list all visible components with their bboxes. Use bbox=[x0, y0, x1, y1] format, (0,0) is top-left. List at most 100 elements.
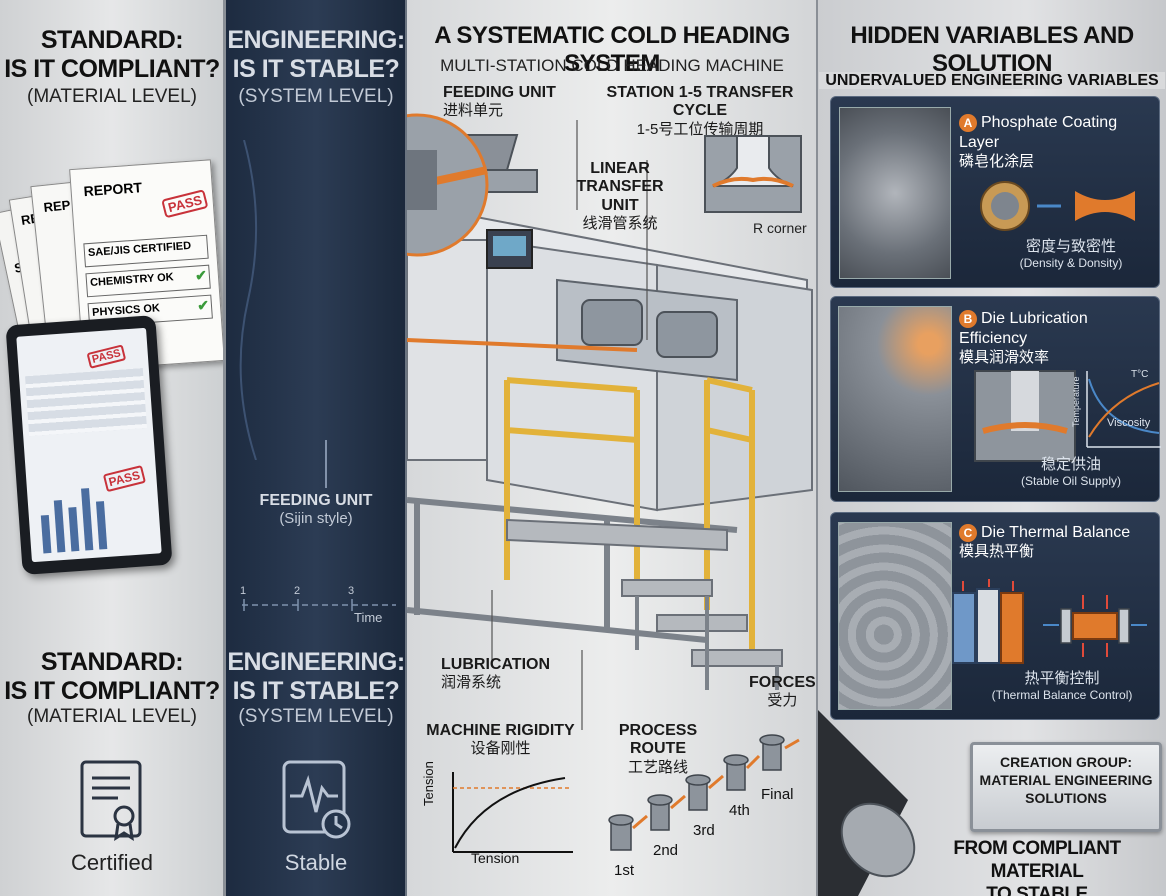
axis-tick: 3 bbox=[348, 585, 355, 597]
process-route-steps bbox=[608, 734, 800, 851]
card-note-zh: 热平衡控制 bbox=[1024, 670, 1100, 687]
pointer-line bbox=[325, 440, 327, 488]
creation-group-badge: CREATION GROUP: MATERIAL ENGINEERING SOL… bbox=[970, 742, 1162, 832]
process-route-zh: 工艺路线 bbox=[627, 758, 688, 776]
feeding-label: FEEDING UNIT bbox=[259, 492, 373, 509]
tablet-bar-chart bbox=[40, 488, 108, 554]
check-item: CHEMISTRY OK ✔ bbox=[85, 264, 211, 298]
rigidity-label: MACHINE RIGIDITY 设备刚性 bbox=[423, 722, 578, 758]
lubrication-zh: 润滑系统 bbox=[441, 674, 502, 692]
step-label: 2nd bbox=[653, 842, 679, 859]
lubrication-en: LUBRICATION bbox=[441, 656, 551, 673]
creation-group-text: CREATION GROUP: MATERIAL ENGINEERING SOL… bbox=[979, 754, 1153, 807]
card-c-note: 热平衡控制 (Thermal Balance Control) bbox=[965, 667, 1159, 702]
check-item-label: CHEMISTRY OK bbox=[89, 271, 175, 289]
panel1-top-title: STANDARD: IS IT COMPLIANT? bbox=[4, 26, 220, 83]
tablet-table bbox=[25, 368, 147, 437]
card-note: (Thermal Balance Control) bbox=[991, 688, 1133, 702]
station-cycle-label: STATION 1-5 TRANSFER CYCLE 1-5号工位传输周期 bbox=[589, 84, 811, 138]
card-note-zh: 密度与致密性 bbox=[1025, 238, 1116, 255]
checkmark-icon: ✔ bbox=[194, 266, 208, 284]
chart-axis-t: T°C bbox=[1131, 369, 1149, 380]
coating-micrograph bbox=[839, 107, 951, 279]
viscosity-chart bbox=[1086, 371, 1161, 448]
section-heading-text: UNDERVALUED ENGINEERING VARIABLES bbox=[819, 72, 1165, 89]
chart-axis-y: Temperature bbox=[1071, 376, 1081, 427]
linear-transfer-zh: 线滑管系统 bbox=[582, 215, 658, 233]
step-label: 1st bbox=[614, 862, 635, 879]
stability-monitor-icon bbox=[282, 760, 351, 839]
compliance-panel: STANDARD: IS IT COMPLIANT? (MATERIAL LEV… bbox=[0, 0, 224, 896]
card-title: Die Lubrication Efficiency bbox=[959, 310, 1088, 347]
station-cycle-zh: 1-5号工位传输周期 bbox=[636, 120, 764, 138]
time-axis bbox=[242, 599, 396, 611]
tablet-pass-stamp: PASS bbox=[86, 344, 127, 369]
die-cross-section bbox=[704, 135, 802, 213]
panel3-subtitle: MULTI-STATION COLD HEADING MACHINE bbox=[440, 56, 784, 75]
rigidity-chart bbox=[452, 772, 573, 853]
rigidity-en: MACHINE RIGIDITY bbox=[426, 722, 575, 739]
feeding-unit-label: FEEDING UNIT 进料单元 bbox=[443, 84, 556, 120]
cold-heading-machine bbox=[407, 120, 813, 730]
r-corner-label: R corner bbox=[753, 220, 807, 236]
tablet: PASS PASS bbox=[5, 315, 173, 575]
card-note: (Stable Oil Supply) bbox=[1020, 474, 1122, 488]
check-item-label: SAE/JIS CERTIFIED bbox=[87, 239, 192, 260]
process-route-en: PROCESS ROUTE bbox=[618, 722, 698, 758]
chart-xlabel: Tension bbox=[471, 850, 520, 866]
panel1-top-subtitle: (MATERIAL LEVEL) bbox=[27, 86, 197, 107]
panel2-top-title: ENGINEERING: IS IT STABLE? bbox=[227, 26, 405, 83]
feeding-zoom-view bbox=[407, 113, 489, 257]
linear-transfer-en: LINEAR TRANSFER UNIT bbox=[576, 160, 664, 214]
forces-zh: 受力 bbox=[767, 692, 798, 710]
chart-ylabel: Tension bbox=[421, 761, 436, 806]
card-a-note: 密度与致密性 (Density & Donsity) bbox=[991, 235, 1151, 270]
feeding-sub: (Sijin style) bbox=[279, 510, 353, 527]
panel1-bottom-subtitle: (MATERIAL LEVEL) bbox=[27, 706, 197, 727]
chart-axis-v: Viscosity bbox=[1107, 417, 1151, 429]
card-note: (Density & Donsity) bbox=[1019, 256, 1123, 270]
step-label: 4th bbox=[729, 802, 750, 819]
rigidity-zh: 设备刚性 bbox=[470, 740, 531, 758]
section-heading: UNDERVALUED ENGINEERING VARIABLES bbox=[818, 72, 1166, 90]
axis-tick: 2 bbox=[294, 585, 301, 597]
axis-label: Time bbox=[354, 610, 383, 625]
forces-label: FORCES 受力 bbox=[749, 674, 816, 710]
panel1-bottom-title: STANDARD: IS IT COMPLIANT? bbox=[4, 648, 220, 705]
card-title-zh: 模具润滑效率 bbox=[959, 349, 1050, 366]
system-panel: A SYSTEMATIC COLD HEADING SYSTEM MULTI-S… bbox=[407, 0, 817, 896]
card-note-zh: 稳定供油 bbox=[1040, 456, 1101, 473]
stable-label: Stable bbox=[284, 850, 348, 875]
card-letter-badge: A bbox=[959, 114, 977, 132]
card-letter-badge: C bbox=[959, 524, 977, 542]
card-title-zh: 模具热平衡 bbox=[959, 543, 1035, 560]
lubricated-die-icon bbox=[974, 370, 1076, 462]
thermal-die-icon bbox=[943, 579, 1147, 664]
feeding-unit-zh: 进料单元 bbox=[443, 102, 504, 120]
panel3-title: A SYSTEMATIC COLD HEADING SYSTEM bbox=[434, 22, 790, 77]
panel2-top-subtitle: (SYSTEM LEVEL) bbox=[238, 86, 394, 107]
step-label: Final bbox=[761, 786, 794, 803]
card-title-zh: 磷皂化涂层 bbox=[959, 153, 1035, 170]
wave-decoration bbox=[239, 140, 258, 460]
step-label: 3rd bbox=[693, 822, 715, 839]
report-title: REPORT bbox=[83, 179, 143, 200]
forces-en: FORCES bbox=[749, 674, 816, 691]
pass-stamp: PASS bbox=[161, 189, 209, 219]
lubrication-label: LUBRICATION 润滑系统 bbox=[441, 656, 550, 692]
check-item: SAE/JIS CERTIFIED bbox=[83, 234, 209, 268]
card-title: Phosphate Coating Layer bbox=[959, 114, 1118, 151]
tablet-screen: PASS PASS bbox=[16, 327, 162, 563]
feeding-unit-en: FEEDING UNIT bbox=[443, 84, 556, 101]
feeding-callout: FEEDING UNIT (Sijin style) bbox=[226, 492, 406, 527]
lubrication-micrograph bbox=[838, 306, 952, 492]
panel4-title: HIDDEN VARIABLES AND SOLUTION bbox=[850, 22, 1134, 77]
certificate-icon bbox=[80, 760, 142, 841]
certified-label: Certified bbox=[71, 850, 153, 875]
checklist: SAE/JIS CERTIFIED CHEMISTRY OK ✔ PHYSICS… bbox=[83, 234, 213, 328]
card-b-note: 稳定供油 (Stable Oil Supply) bbox=[991, 453, 1151, 488]
